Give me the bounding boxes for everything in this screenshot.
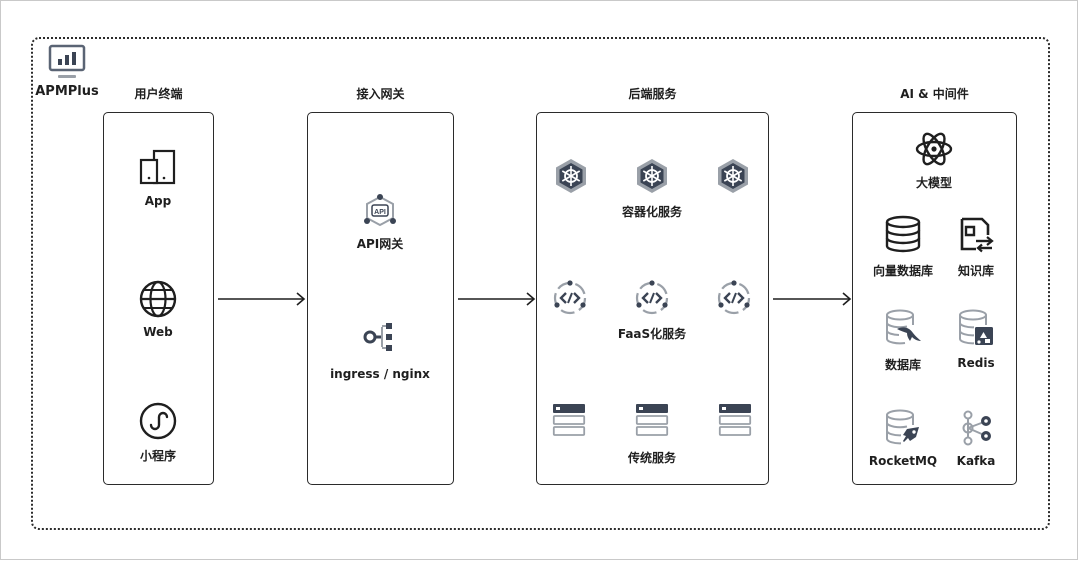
serverless-function-icon	[553, 280, 587, 315]
group-containerized-services: 容器化服务	[537, 157, 767, 220]
item-label: Kafka	[956, 454, 996, 468]
server-rack-icon	[718, 404, 751, 436]
item-label: 数据库	[884, 358, 921, 372]
item-app: App	[104, 148, 212, 208]
item-llm: 大模型	[853, 129, 1015, 191]
column-title-access-gateway: 接入网关	[356, 87, 405, 101]
atom-icon	[915, 132, 953, 166]
item-web: Web	[104, 279, 212, 339]
column-title-user-terminal: 用户终端	[134, 87, 183, 101]
group-label: 传统服务	[627, 451, 676, 465]
api-gateway-icon: API	[364, 194, 396, 227]
group-faas-services: FaaS化服务	[537, 280, 767, 342]
item-knowledge-base: 知识库	[941, 215, 1011, 279]
column-title-ai-middleware: AI & 中间件	[900, 87, 969, 101]
ingress-routing-icon	[363, 323, 392, 351]
flow-arrow	[773, 292, 852, 306]
kafka-icon	[962, 410, 991, 446]
knowledge-base-icon	[960, 217, 994, 253]
panel-user-terminal: App Web 小程序	[103, 112, 214, 485]
group-traditional-services: 传统服务	[537, 403, 767, 466]
item-vector-database: 向量数据库	[865, 215, 941, 279]
flow-arrow	[218, 292, 306, 306]
item-ingress-nginx: ingress / nginx	[308, 319, 452, 381]
item-label: 大模型	[915, 176, 952, 190]
panel-ai-middleware: 大模型 向量数据库 知识库	[852, 112, 1017, 485]
flow-arrow	[458, 292, 536, 306]
item-label: ingress / nginx	[330, 367, 430, 381]
column-title-backend-services: 后端服务	[628, 87, 677, 101]
item-redis: Redis	[941, 309, 1011, 370]
kubernetes-icon	[555, 159, 586, 193]
group-label: FaaS化服务	[617, 327, 687, 341]
item-label: 知识库	[957, 264, 994, 278]
globe-icon	[139, 280, 177, 318]
item-label: 小程序	[139, 449, 176, 463]
mini-program-icon	[139, 402, 177, 440]
server-rack-icon	[553, 404, 586, 436]
item-label: 向量数据库	[872, 264, 933, 278]
mysql-database-icon	[886, 309, 921, 345]
rocketmq-database-icon	[886, 409, 919, 445]
api-icon-text: API	[374, 209, 386, 216]
item-database: 数据库	[865, 309, 941, 373]
item-rocketmq: RocketMQ	[865, 409, 941, 468]
serverless-function-icon	[635, 280, 669, 315]
redis-database-icon	[959, 309, 993, 345]
database-icon	[885, 215, 921, 253]
monitor-chart-icon	[48, 44, 86, 78]
apmplus-boundary	[31, 37, 1050, 530]
item-api-gateway: API API网关	[308, 193, 452, 252]
group-label: 容器化服务	[621, 205, 682, 219]
item-kafka: Kafka	[941, 409, 1011, 468]
panel-access-gateway: API API网关 ingress / nginx	[307, 112, 454, 485]
server-rack-icon	[635, 404, 669, 436]
mobile-tablet-icon	[139, 149, 176, 185]
item-label: Web	[143, 325, 173, 339]
kubernetes-icon	[718, 159, 749, 193]
item-label: Redis	[957, 356, 995, 370]
serverless-function-icon	[717, 280, 751, 315]
item-label: API网关	[356, 237, 404, 251]
item-mini-program: 小程序	[104, 401, 212, 464]
panel-backend-services: 容器化服务	[536, 112, 769, 485]
item-label: RocketMQ	[868, 454, 938, 468]
kubernetes-icon	[636, 159, 667, 193]
brand-label: APMPlus	[35, 84, 99, 99]
item-label: App	[144, 194, 172, 208]
